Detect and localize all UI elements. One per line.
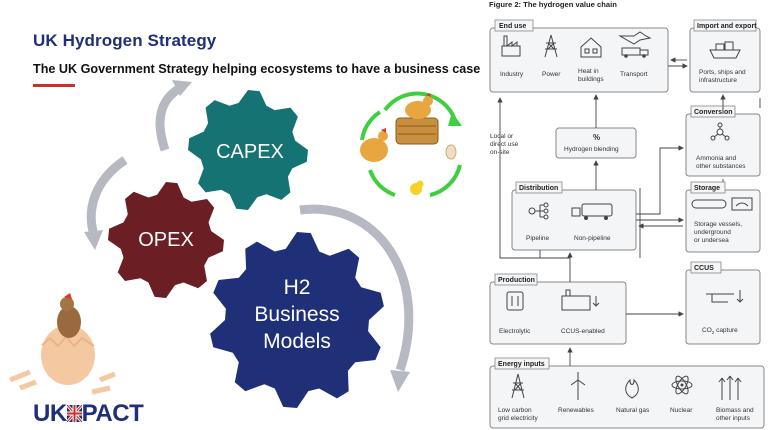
distribution-non-pipeline: Non-pipeline: [574, 235, 611, 242]
energy-low-carbon-line2: grid electricity: [498, 415, 538, 422]
local-use-line2: direct use: [490, 141, 519, 148]
production-label: Production: [498, 277, 535, 284]
transport-icon: [618, 31, 652, 58]
end-use-heat-line1: Heat in: [578, 68, 599, 75]
h2-label-line1: H2: [284, 276, 311, 299]
pipeline-icon: [528, 202, 549, 220]
energy-natural-gas: Natural gas: [616, 407, 650, 414]
storage-line2: underground: [694, 229, 731, 236]
cycle-arrow-top: [155, 84, 183, 152]
hatching-egg-illustration: [9, 293, 116, 395]
truck-icon: [571, 203, 613, 220]
logo-pact-text: PACT: [81, 400, 144, 427]
cycle-arrowhead-right: [390, 370, 410, 392]
wind-turbine-icon: [570, 372, 586, 400]
capex-gear: [188, 90, 308, 210]
storage-tank-icon: [691, 197, 753, 211]
end-use-label: End use: [499, 23, 526, 30]
opex-gear: [108, 182, 224, 298]
end-use-heat-line2: buildings: [578, 76, 604, 83]
business-case-gears: CAPEX OPEX H2 Business Models: [9, 80, 462, 408]
union-flag-icon: [66, 405, 82, 422]
cycle-arrowhead-left: [84, 230, 103, 250]
storage-line1: Storage vessels,: [694, 221, 742, 228]
conversion-line1: Ammonia and: [696, 155, 736, 162]
production-electrolytic: Electrolytic: [499, 328, 531, 335]
import-export-line2: infrastructure: [699, 77, 737, 84]
molecule-icon: [710, 122, 730, 141]
ccus-label: CCUS: [694, 265, 714, 272]
storage-line3: or undersea: [694, 237, 729, 244]
conversion-label: Conversion: [694, 109, 733, 116]
energy-renewables: Renewables: [558, 407, 595, 414]
import-export-line1: Ports, ships and: [699, 69, 746, 76]
slide-subtitle: The UK Government Strategy helping ecosy…: [33, 62, 481, 76]
distribution-label: Distribution: [519, 185, 558, 192]
atom-icon: [671, 375, 693, 395]
production-ccus-enabled: CCUS-enabled: [561, 328, 605, 335]
cycle-arrow-right: [299, 204, 414, 372]
energy-biomass-line2: other inputs: [716, 415, 751, 422]
carbon-capture-icon: [706, 290, 744, 303]
cycle-arrowhead-top: [172, 80, 192, 96]
hydrogen-value-chain-diagram: End use Industry Power Heat in buildings…: [489, 19, 765, 429]
ccus-plant-icon: [561, 289, 600, 311]
wheat-icon: [718, 375, 742, 400]
gear-h2-shape: [210, 232, 384, 408]
figure-title: Figure 2: The hydrogen value chain: [489, 0, 617, 9]
energy-nuclear: Nuclear: [670, 407, 693, 414]
flow-arrows: [497, 57, 761, 366]
end-use-box: [489, 27, 669, 93]
slide-title: UK Hydrogen Strategy: [33, 31, 217, 50]
grid-pylon-icon: [511, 373, 525, 399]
local-use-line1: Local or: [490, 133, 514, 140]
cycle-arrow-left: [86, 156, 128, 240]
power-pylon-icon: [544, 34, 558, 58]
house-icon: [580, 37, 602, 58]
ccus-caption: CO2 capture: [702, 327, 738, 335]
ccus-box: [685, 269, 761, 345]
h2-business-models-gear: [210, 232, 384, 408]
industry-icon: [501, 35, 521, 57]
opex-label: OPEX: [138, 229, 194, 251]
capex-label: CAPEX: [216, 141, 284, 163]
production-box: [489, 281, 627, 345]
end-use-transport: Transport: [620, 71, 648, 78]
gear-opex-shape: [108, 182, 224, 298]
conversion-line2: other substances: [696, 163, 746, 170]
ukpact-logo: UK PACT: [33, 400, 144, 428]
blending-label: Hydrogen blending: [564, 146, 619, 153]
h2-label-line3: Models: [263, 330, 331, 353]
ship-icon: [709, 41, 741, 59]
gear-capex-shape: [188, 90, 308, 210]
end-use-power: Power: [542, 71, 561, 78]
energy-inputs-label: Energy inputs: [498, 361, 545, 368]
energy-low-carbon-line1: Low carbon: [498, 407, 532, 414]
storage-label: Storage: [694, 185, 720, 192]
energy-inputs-box: [489, 365, 765, 429]
distribution-pipeline: Pipeline: [526, 235, 550, 242]
title-underline: [33, 84, 75, 87]
logo-uk-text: UK: [33, 400, 67, 427]
blending-percent-icon: %: [593, 133, 600, 142]
h2-label-line2: Business: [254, 303, 339, 326]
import-export-label: Import and export: [697, 23, 757, 30]
energy-biomass-line1: Biomass and: [716, 407, 754, 414]
flame-icon: [625, 378, 639, 399]
end-use-industry: Industry: [500, 71, 524, 78]
chicken-egg-cycle-illustration: [360, 91, 462, 197]
electrolyser-icon: [506, 291, 524, 311]
